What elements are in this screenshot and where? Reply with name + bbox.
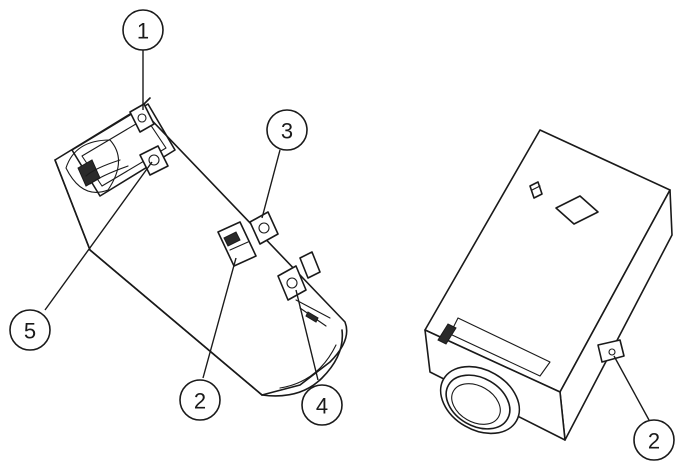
leader-lines xyxy=(44,50,650,421)
callout-4-label: 4 xyxy=(316,394,328,419)
left-jack-view xyxy=(54,97,348,397)
right-jack-view xyxy=(424,129,673,441)
callout-3-label: 3 xyxy=(281,119,293,144)
callout-3: 3 xyxy=(266,109,308,151)
callout-4: 4 xyxy=(301,384,343,426)
callout-1-label: 1 xyxy=(137,19,149,44)
callout-2-right: 2 xyxy=(633,419,675,461)
callout-1: 1 xyxy=(122,9,164,51)
callout-2-left-label: 2 xyxy=(194,389,206,414)
callout-5: 5 xyxy=(9,309,51,351)
callout-2-right-label: 2 xyxy=(648,429,660,454)
callout-5-label: 5 xyxy=(24,319,36,344)
callout-2-left: 2 xyxy=(179,379,221,421)
